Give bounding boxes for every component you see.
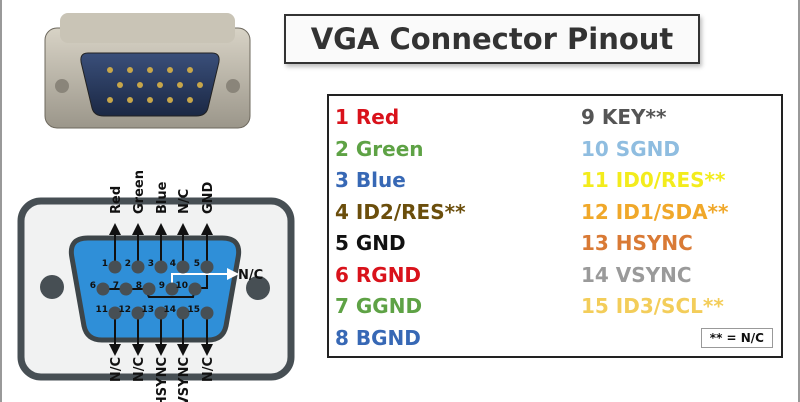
pin-number: 13 [141, 305, 154, 315]
pin-number: 12 [118, 305, 131, 315]
pin [154, 306, 168, 320]
bottom-pin-label: N/C [132, 357, 147, 382]
legend-right-column: 9 KEY** 10 SGND 11 ID0/RES** 12 ID1/SDA** 13… [581, 102, 728, 323]
pin [154, 260, 168, 274]
pin [108, 260, 122, 274]
bottom-pin-label: HSYNC [155, 357, 170, 402]
pin-number: 10 [175, 281, 188, 291]
pin [142, 282, 156, 296]
legend-item: 12 ID1/SDA** [581, 199, 729, 224]
side-pin-label: N/C [238, 268, 263, 283]
legend-item: 9 KEY** [581, 105, 667, 129]
legend-item: 13 HSYNC [581, 231, 693, 255]
top-pin-label: N/C [177, 189, 192, 214]
pin-number: 14 [163, 305, 176, 315]
pin-number: 3 [148, 259, 154, 269]
top-pin-label: Blue [155, 181, 170, 214]
legend-item: 8 BGND [335, 325, 421, 350]
top-pin-label: Green [132, 170, 147, 214]
pin-number: 1 [102, 259, 108, 269]
legend-item: 7 GGND [335, 294, 423, 318]
bottom-pin-label: VSYNC [177, 357, 192, 402]
legend-item: 11 ID0/RES** [581, 168, 726, 192]
legend-item: 10 SGND [581, 136, 680, 161]
pin-number: 15 [187, 305, 200, 315]
pin [96, 282, 110, 296]
pin [176, 306, 190, 320]
pin [131, 260, 145, 274]
bottom-pin-label: N/C [201, 357, 216, 382]
legend-item: 1 Red [335, 105, 400, 129]
legend-item: 3 Blue [335, 168, 406, 192]
legend-item: 2 Green [335, 136, 424, 161]
left-screw [40, 275, 64, 299]
pin-number: 9 [159, 281, 165, 291]
pin [119, 282, 133, 296]
pin [200, 260, 214, 274]
top-pin-label: GND [201, 181, 216, 214]
pin-number: 6 [90, 281, 96, 291]
pin [176, 260, 190, 274]
pin [165, 282, 179, 296]
pin-number: 7 [113, 281, 119, 291]
pin [131, 306, 145, 320]
legend-item: 4 ID2/RES** [335, 199, 466, 224]
legend-left-column: 1 Red 2 Green 3 Blue 4 ID2/RES** 5 GND 6 RGND… [335, 102, 466, 354]
bottom-pin-label: N/C [109, 357, 124, 382]
pin-number: 2 [125, 259, 131, 269]
top-pin-label: Red [109, 186, 124, 214]
legend-item: 15 ID3/SCL** [581, 294, 724, 318]
vga-plug-photo [44, 13, 251, 129]
pin [200, 306, 214, 320]
pin [188, 282, 202, 296]
pin-number: 11 [95, 305, 108, 315]
pin-number: 4 [170, 259, 176, 269]
legend-item: 14 VSYNC [581, 262, 692, 287]
legend-item: 5 GND [335, 231, 406, 255]
pin [108, 306, 122, 320]
page-title: VGA Connector Pinout [284, 14, 700, 64]
nc-note: ** = N/C [700, 328, 773, 348]
legend-item: 6 RGND [335, 262, 422, 287]
pin-number: 5 [194, 259, 200, 269]
pin-number: 8 [136, 281, 142, 291]
pin-legend: 1 Red 2 Green 3 Blue 4 ID2/RES** 5 GND 6 RGND… [327, 94, 783, 358]
right-screw [246, 276, 270, 300]
